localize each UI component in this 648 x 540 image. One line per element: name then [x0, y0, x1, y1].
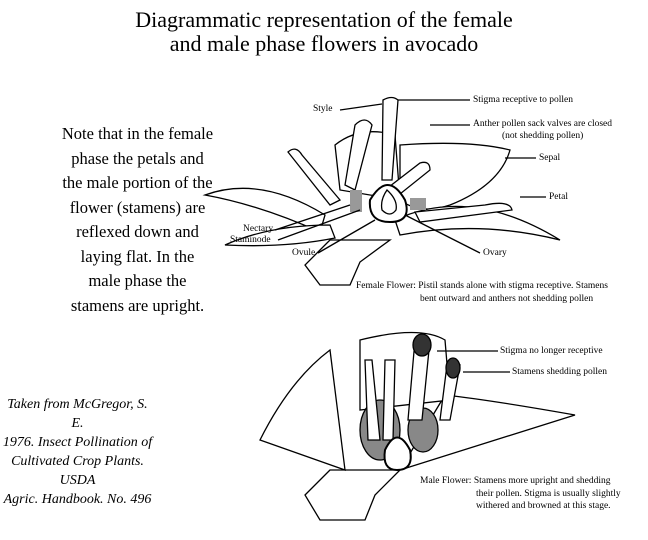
male-anther [445, 357, 461, 379]
label-stamens-shedding: Stamens shedding pollen [512, 367, 607, 377]
female-caption: Female Flower: Pistil stands alone with … [356, 280, 646, 305]
title-line: and male phase flowers in avocado [169, 31, 479, 56]
label-stigma-not-receptive: Stigma no longer receptive [500, 346, 603, 356]
citation-line: 1976. Insect Pollination of [2, 435, 153, 450]
citation: Taken from McGregor, S. E. 1976. Insect … [0, 395, 155, 509]
note-line: male phase the [88, 271, 187, 290]
label-ovary: Ovary [483, 248, 507, 258]
label-style: Style [313, 104, 333, 114]
label-nectary: Nectary [243, 224, 274, 234]
note-line: reflexed down and [76, 222, 199, 241]
male-caption-line: their pollen. Stigma is usually slightly [476, 488, 621, 499]
label-staminode: Staminode [230, 235, 271, 245]
male-receptacle [304, 469, 402, 521]
citation-line: Taken from McGregor, S. E. [7, 397, 148, 431]
female-staminode [410, 198, 426, 210]
page-title: Diagrammatic representation of the femal… [0, 8, 648, 56]
female-ovule [380, 189, 397, 215]
citation-line: Agric. Handbook. No. 496 [3, 492, 152, 507]
male-ovary [383, 436, 412, 472]
note-line: flower (stamens) are [69, 197, 206, 217]
male-caption-line: withered and browned at this stage. [476, 501, 611, 511]
male-caption-lead: Male Flower: [420, 476, 472, 486]
label-petal: Petal [549, 192, 568, 202]
male-caption: Male Flower: Stamens more upright and sh… [420, 475, 648, 513]
male-caption-line: Stamens more upright and shedding [473, 476, 611, 486]
male-stamen [364, 359, 381, 441]
label-sepal: Sepal [539, 153, 561, 163]
female-stamen [413, 202, 513, 223]
note-line: the male portion of the [62, 173, 213, 192]
female-ovary [368, 184, 408, 224]
note-line: phase the petals and [71, 148, 204, 168]
female-nectary [350, 190, 362, 212]
note-line: laying flat. In the [80, 246, 195, 266]
title-line: Diagrammatic representation of the femal… [135, 7, 513, 32]
female-stamen [287, 148, 342, 206]
female-caption-line: bent outward and anthers not shedding po… [420, 293, 594, 304]
label-ovule: Ovule [292, 248, 316, 258]
citation-line: Cultivated Crop Plants. USDA [11, 454, 144, 488]
male-flower-drawing [259, 331, 576, 521]
label-anther-note: (not shedding pollen) [502, 131, 584, 141]
note-line: stamens are upright. [70, 295, 205, 315]
label-stigma-receptive: Stigma receptive to pollen [473, 95, 573, 105]
female-petal-left2 [224, 224, 336, 247]
male-stamen [382, 359, 396, 441]
female-petal-left [202, 187, 326, 233]
female-caption-lead: Female Flower: [356, 281, 416, 291]
female-stamen [344, 119, 373, 191]
male-anther [412, 333, 432, 357]
male-petal-left [259, 348, 346, 471]
female-caption-line: Pistil stands alone with stigma receptiv… [418, 281, 608, 291]
label-anther: Anther pollen sack valves are closed [473, 119, 613, 129]
female-style [381, 96, 399, 181]
explanatory-note: Note that in the female phase the petals… [10, 122, 265, 318]
female-receptacle [304, 239, 392, 286]
female-flower-drawing [202, 96, 561, 286]
note-line: Note that in the female [61, 124, 214, 143]
